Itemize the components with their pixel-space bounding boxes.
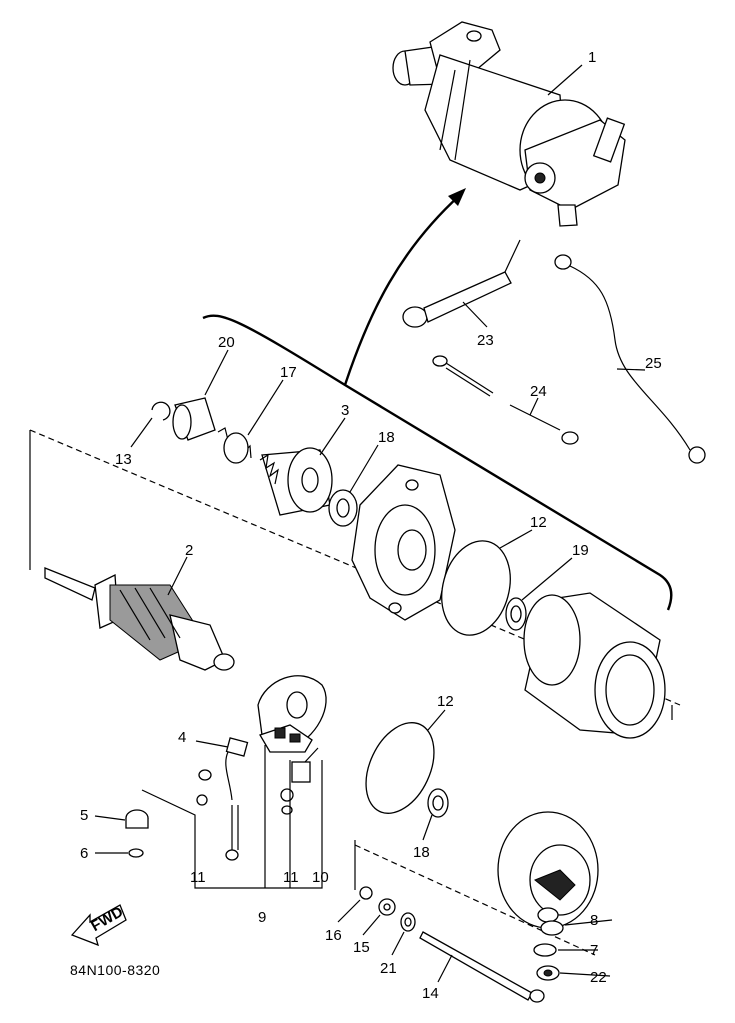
front-bracket: [351, 464, 456, 621]
callout-1: 1: [588, 49, 596, 66]
fwd-arrow-icon: FWD: [70, 903, 127, 947]
assembly-arrow: [343, 194, 461, 386]
bracket-lines-lower-left: [141, 745, 323, 889]
callout-16: 16: [325, 927, 342, 944]
leader-lines: [94, 64, 646, 983]
brush-plate: [257, 675, 327, 753]
callout-18-upper: 18: [378, 429, 395, 446]
alignment-line-lower: [354, 844, 596, 956]
o-ring-12-upper: [441, 540, 511, 636]
o-ring-12-lower: [365, 722, 435, 814]
callout-12-lower: 12: [437, 693, 454, 710]
washer-16: [359, 886, 373, 900]
callout-18-lower: 18: [413, 844, 430, 861]
callout-9: 9: [258, 909, 266, 926]
brush-10: [291, 747, 319, 783]
callout-15: 15: [353, 939, 370, 956]
callout-8: 8: [590, 912, 598, 929]
rear-bracket: [497, 811, 599, 929]
callout-3: 3: [341, 402, 349, 419]
washer-7: [533, 943, 557, 957]
starter-motor-assembly: [392, 21, 626, 227]
diagram-code: 84N100-8320: [70, 962, 160, 978]
washer-21: [400, 912, 416, 932]
screw-11-left: [196, 769, 239, 861]
clutch-pinion-3: [259, 447, 333, 516]
callout-22: 22: [590, 969, 607, 986]
washer-11-right: [280, 788, 294, 815]
spring-17: [217, 427, 252, 464]
lead-wire-25: [554, 254, 706, 464]
armature-2: [44, 567, 235, 671]
callout-12-upper: 12: [530, 514, 547, 531]
callout-21: 21: [380, 960, 397, 977]
bushing-20: [172, 397, 216, 441]
washer-18-lower: [427, 788, 449, 818]
callout-24: 24: [530, 383, 547, 400]
callout-23: 23: [477, 332, 494, 349]
assembly-bracket: [202, 314, 673, 611]
nut-22: [536, 965, 560, 981]
bolts-24: [432, 355, 579, 445]
callout-19: 19: [572, 542, 589, 559]
brush-4: [225, 737, 249, 801]
callout-25: 25: [645, 355, 662, 372]
washer-18-upper: [328, 489, 358, 527]
callout-2: 2: [185, 542, 193, 559]
callout-11-left: 11: [190, 869, 206, 886]
long-bolt-23: [402, 239, 521, 328]
callout-5: 5: [80, 807, 88, 824]
nut-8: [540, 920, 564, 936]
callout-13: 13: [115, 451, 132, 468]
washer-6: [128, 848, 144, 858]
assembly-arrowhead: [448, 188, 466, 206]
washer-19: [505, 597, 527, 631]
through-bolt-14: [419, 931, 545, 1003]
callout-6: 6: [80, 845, 88, 862]
callout-7: 7: [590, 942, 598, 959]
screw-5: [125, 809, 149, 829]
callout-20: 20: [218, 334, 235, 351]
callout-17: 17: [280, 364, 297, 381]
callout-4: 4: [178, 729, 186, 746]
callout-11-right: 11: [283, 869, 299, 886]
callout-10: 10: [312, 869, 329, 886]
circlip-13: [151, 401, 171, 421]
callout-labels: 1 2 3 4 5 6 7 8 9 10 11 11 12 12 13 14 1…: [80, 49, 662, 1002]
callout-14: 14: [422, 985, 439, 1002]
washer-15: [378, 898, 396, 916]
yoke: [523, 592, 666, 739]
